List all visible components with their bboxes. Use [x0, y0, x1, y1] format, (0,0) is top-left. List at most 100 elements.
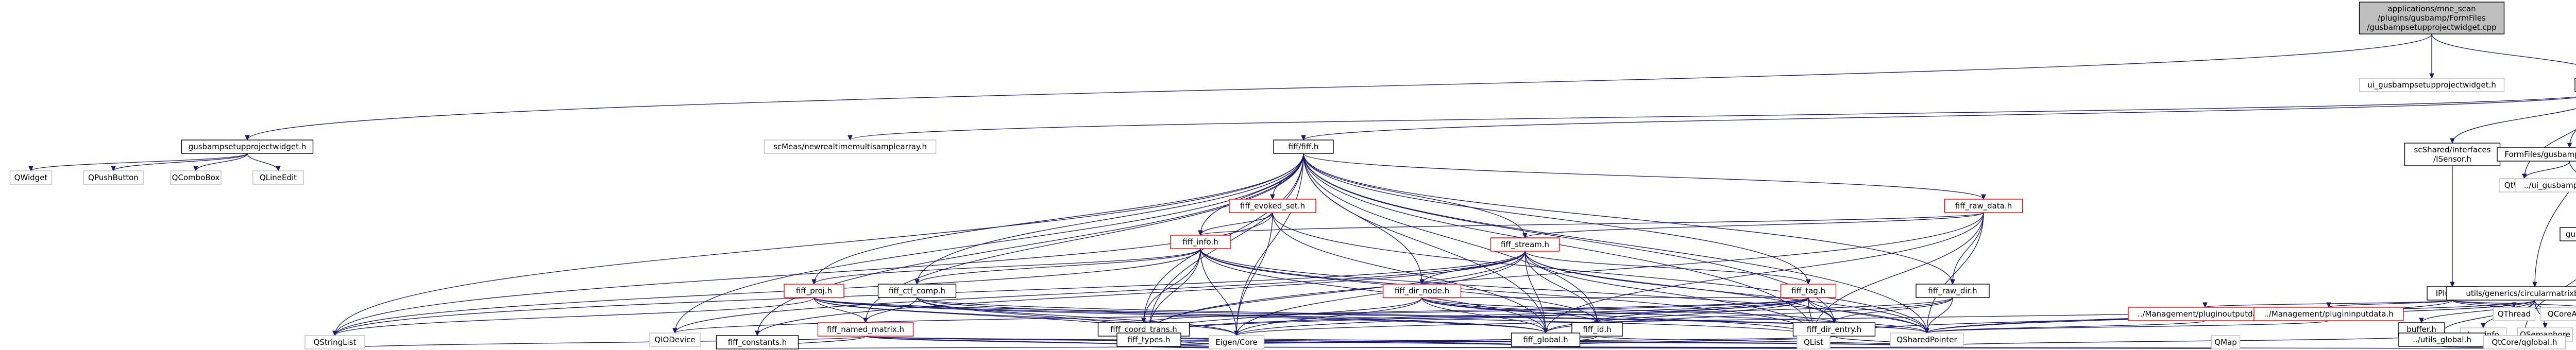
node-label: QIODevice — [654, 335, 695, 344]
edge-scshared-to-iplugin — [2450, 166, 2455, 288]
node-fiff_constants[interactable]: fiff_constants.h — [716, 335, 799, 349]
edge-gsetup_h-to-QPushButton — [111, 153, 248, 172]
node-label: QMap — [2214, 338, 2236, 347]
node-label: fiff_raw_dir.h — [1928, 286, 1977, 296]
node-raw_data[interactable]: fiff_raw_data.h — [1944, 199, 2023, 213]
node-dir_node[interactable]: fiff_dir_node.h — [1382, 284, 1462, 298]
node-box — [784, 284, 844, 298]
node-label: QCoreApplication — [2548, 309, 2576, 319]
node-label: QSharedPointer — [1896, 335, 1957, 344]
node-label: FormFiles/gusbampsetupwidget.h — [2504, 150, 2576, 159]
edge-mgmt1-to-QSharedPointer — [1924, 320, 2206, 334]
edge-formfiles-to-QtWidgets — [2522, 161, 2570, 180]
node-evoked_set[interactable]: fiff_evoked_set.h — [1229, 199, 1316, 213]
node-box — [2404, 143, 2501, 166]
node-QThread: QThread — [2493, 307, 2536, 321]
node-fiff_types[interactable]: fiff_types.h — [1116, 332, 1181, 347]
node-box — [1890, 332, 1964, 347]
node-label: gusbampsetupprojectwidget.h — [189, 142, 307, 151]
node-gusbamp_global[interactable]: gusbamp_global.h — [2560, 227, 2576, 241]
node-raw_dir[interactable]: fiff_raw_dir.h — [1916, 284, 1990, 298]
edges-layer — [28, 33, 2576, 350]
edge-fiff_types-to-fiff_constants — [755, 344, 1149, 350]
edge-gsetup_h-to-QComboBox — [193, 153, 248, 172]
node-label: buffer.h — [2406, 325, 2436, 334]
node-label: Eigen/Core — [1215, 338, 1258, 347]
node-fiff_info[interactable]: fiff_info.h — [1170, 235, 1231, 249]
node-fiff_proj[interactable]: fiff_proj.h — [784, 284, 844, 298]
edge-fiff_tag-to-QIODevice — [672, 297, 1809, 334]
edge-fiff_tag-to-coord_trans — [1141, 297, 1809, 324]
node-QPushButton: QPushButton — [83, 170, 144, 185]
node-QWidget: QWidget — [9, 170, 53, 185]
edge-fiff_proj-to-QStringList — [332, 297, 815, 337]
node-label: scShared/Interfaces — [2414, 145, 2491, 154]
node-scshared[interactable]: scShared/Interfaces/ISensor.h — [2404, 143, 2501, 166]
edge-dir_entry-to-fiff_global — [1543, 336, 1835, 347]
node-named_matrix[interactable]: fiff_named_matrix.h — [817, 322, 914, 337]
node-box — [304, 335, 365, 349]
node-label: fiff_info.h — [1182, 237, 1218, 247]
node-gusbamp_h[interactable]: ../gusbamp.h — [2574, 78, 2576, 92]
edge-fiff_h-to-raw_dir — [1303, 153, 1955, 285]
edge-gusbamp_h-to-formfiles — [2567, 130, 2576, 149]
edge-fiff_h-to-raw_data — [1303, 153, 1986, 200]
edge-fiff_stream-to-fiff_tag — [1524, 251, 1811, 285]
node-label: ../utils_global.h — [2413, 335, 2471, 345]
node-dir_entry[interactable]: fiff_dir_entry.h — [1792, 322, 1876, 337]
node-ctf_comp[interactable]: fiff_ctf_comp.h — [877, 284, 957, 298]
node-fiff_stream[interactable]: fiff_stream.h — [1490, 237, 1560, 252]
edge-ctf_comp-to-EigenCore — [917, 297, 1239, 337]
node-box — [83, 170, 144, 185]
node-box — [1571, 322, 1623, 337]
node-gsetup_h[interactable]: gusbampsetupprojectwidget.h — [181, 139, 314, 154]
node-label: fiff_id.h — [1583, 325, 1611, 335]
edge-root-to-gusbamp_h — [2431, 33, 2576, 65]
node-EigenCore: Eigen/Core — [1208, 335, 1265, 349]
node-box — [1170, 235, 1231, 249]
node-label: fiff/fiff.h — [1289, 142, 1319, 151]
node-label: fiff_global.h — [1523, 335, 1568, 345]
node-QCoreApp: QCoreApplication — [2539, 307, 2576, 321]
node-box — [1490, 237, 1560, 252]
node-circular[interactable]: utils/generics/circularmatrixbuffer.h — [2446, 286, 2576, 301]
node-fiff_h[interactable]: fiff/fiff.h — [1273, 139, 1334, 154]
node-label: QWidget — [14, 173, 48, 182]
edge-fiff_tag-to-fiff_id — [1595, 297, 1809, 324]
edge-raw_data-to-fiff_stream — [1522, 212, 1984, 239]
node-label: fiff_types.h — [1128, 335, 1171, 345]
edge-circular-to-EigenCore — [1234, 300, 2535, 337]
node-box — [1273, 139, 1334, 154]
node-box — [1511, 332, 1581, 347]
node-fiff_tag[interactable]: fiff_tag.h — [1780, 284, 1837, 298]
edge-gsetup_h-to-QLineEdit — [247, 153, 281, 172]
node-box — [9, 170, 53, 185]
node-label: fiff_coord_trans.h — [1110, 325, 1177, 335]
node-label: /ISensor.h — [2433, 154, 2471, 164]
node-box — [2483, 335, 2566, 349]
node-box — [2253, 307, 2404, 321]
node-fiff_global[interactable]: fiff_global.h — [1511, 332, 1581, 347]
node-box — [1208, 335, 1265, 349]
node-box — [2493, 307, 2536, 321]
node-fiff_id[interactable]: fiff_id.h — [1571, 322, 1623, 337]
node-box — [649, 332, 701, 347]
node-label: QList — [1804, 338, 1823, 347]
node-mgmt2[interactable]: ../Management/plugininputdata.h — [2253, 307, 2404, 321]
node-label: fiff_dir_node.h — [1395, 286, 1449, 296]
node-box — [877, 284, 957, 298]
node-QComboBox: QComboBox — [170, 170, 222, 185]
node-box — [2211, 335, 2241, 349]
edge-gsetup_h-to-QWidget — [28, 153, 248, 172]
node-root[interactable]: applications/mne_scan/plugins/gusbamp/Fo… — [2359, 2, 2505, 34]
edge-fiff_info-to-QStringList — [332, 248, 1201, 337]
node-label: QPushButton — [88, 173, 139, 182]
node-label: fiff_constants.h — [728, 338, 787, 347]
edge-fiff_info-to-ctf_comp — [914, 248, 1201, 285]
node-box — [2515, 178, 2576, 192]
edge-raw_data-to-fiff_info — [1198, 212, 1984, 236]
node-formfiles[interactable]: FormFiles/gusbampsetupwidget.h — [2497, 147, 2576, 162]
node-utils_global[interactable]: ../utils_global.h — [2398, 332, 2486, 347]
node-label: gusbamp_global.h — [2566, 230, 2576, 239]
node-label: QComboBox — [172, 173, 220, 182]
